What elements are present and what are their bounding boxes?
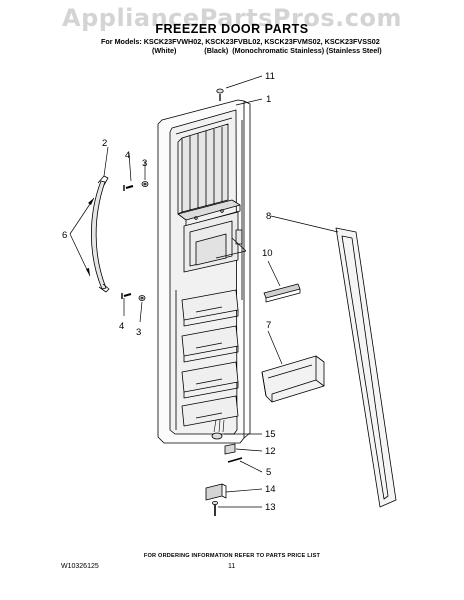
callout-1: 1 bbox=[266, 94, 271, 105]
page-number: 11 bbox=[228, 563, 236, 570]
callout-15: 15 bbox=[265, 429, 276, 440]
watermark: AppliancePartsPros.com bbox=[62, 4, 402, 32]
door-liner bbox=[157, 99, 251, 444]
callout-7: 7 bbox=[266, 320, 271, 331]
callout-3-lower: 3 bbox=[136, 327, 141, 338]
callout-10: 10 bbox=[262, 248, 273, 259]
callout-8: 8 bbox=[266, 211, 271, 222]
callout-12: 12 bbox=[265, 446, 276, 457]
callout-3-upper: 3 bbox=[142, 158, 147, 169]
callout-11: 11 bbox=[265, 71, 275, 82]
callout-5: 5 bbox=[266, 467, 271, 478]
callout-13: 13 bbox=[265, 502, 276, 513]
callout-4-upper: 4 bbox=[125, 150, 130, 161]
bin-trim bbox=[263, 283, 301, 299]
door-gasket bbox=[335, 227, 397, 508]
colors-line: (White) (Black) (Monochromatic Stainless… bbox=[152, 46, 382, 55]
page-title: FREEZER DOOR PARTS bbox=[155, 22, 309, 36]
document-id: W10326125 bbox=[61, 563, 99, 570]
callout-6: 6 bbox=[62, 230, 67, 241]
callout-14: 14 bbox=[265, 484, 276, 495]
callout-2: 2 bbox=[102, 138, 107, 149]
ordering-note: FOR ORDERING INFORMATION REFER TO PARTS … bbox=[143, 553, 321, 559]
callout-4-lower: 4 bbox=[119, 321, 124, 332]
door-handle bbox=[91, 180, 107, 290]
models-line: For Models: KSCK23FVWH02, KSCK23FVBL02, … bbox=[101, 37, 380, 46]
door-bin bbox=[261, 355, 325, 403]
